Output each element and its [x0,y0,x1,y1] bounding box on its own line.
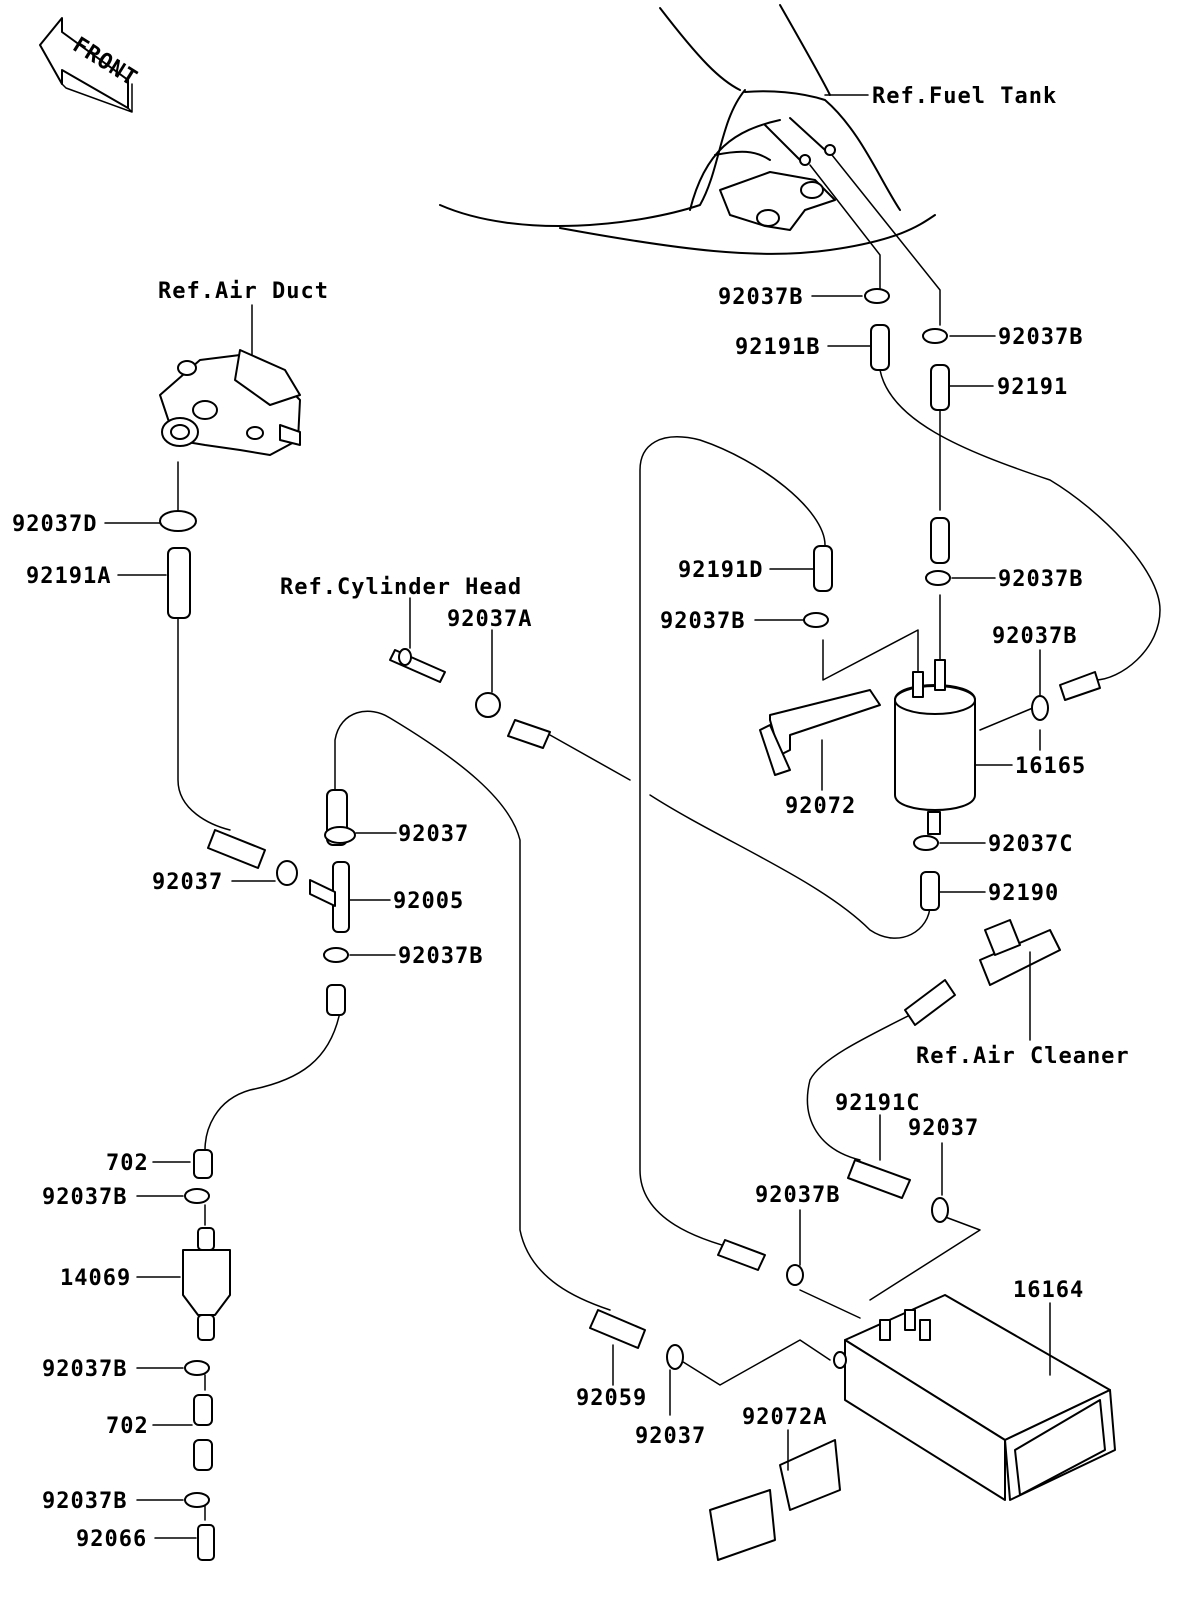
part-label-92037B: 92037B [42,1357,127,1382]
clamp-92037A [475,692,501,718]
bracket-92072A [709,1439,841,1561]
t-joint-92005 [309,861,350,933]
part-label-92037A: 92037A [447,607,532,632]
plug-92066 [197,1524,215,1561]
part-label-92191B: 92191B [735,335,820,360]
hose-92190 [920,871,940,911]
hose-pieces [167,324,1101,1471]
cylinder-head-fitting [389,648,446,683]
part-label-92037B: 92037B [42,1185,127,1210]
part-label-92037: 92037 [152,870,223,895]
front-arrow-badge: FRONT [39,17,142,113]
hose-92191A [167,547,191,619]
part-label-92191A: 92191A [26,564,111,589]
part-label-92037B: 92037B [718,285,803,310]
part-label-702: 702 [106,1414,149,1439]
fuel-tank-outline [439,4,936,255]
part-label-92037B: 92037B [755,1183,840,1208]
part-label-92037B: 92037B [42,1489,127,1514]
hose-92191D [813,545,833,592]
hose-92191B [870,324,890,371]
part-label-92191D: 92191D [678,558,763,583]
hose-92059 [589,1309,646,1349]
bracket-92072 [759,689,881,776]
labels: Ref.Fuel Tank Ref.Air Duct Ref.Cylinder … [12,84,1130,1552]
part-label-92037B: 92037B [998,567,1083,592]
part-label-16165: 16165 [1015,754,1086,779]
part-label-92037: 92037 [398,822,469,847]
clamp-92037D [159,510,197,532]
part-label-92072A: 92072A [742,1405,827,1430]
part-label-92059: 92059 [576,1386,647,1411]
hose-92191 [930,364,950,411]
hose-702a [193,1149,213,1179]
part-label-92037C: 92037C [988,832,1073,857]
part-label-92191: 92191 [997,375,1068,400]
front-badge-text: FRONT [68,33,142,92]
part-label-92037: 92037 [635,1424,706,1449]
filter-14069 [182,1227,231,1341]
ref-air-cleaner-label: Ref.Air Cleaner [916,1044,1130,1069]
part-label-92190: 92190 [988,881,1059,906]
part-label-92037D: 92037D [12,512,97,537]
part-label-92191C: 92191C [835,1091,920,1116]
part-label-92037B: 92037B [660,609,745,634]
part-label-14069: 14069 [60,1266,131,1291]
ref-air-duct-label: Ref.Air Duct [158,279,329,304]
hose-92191C [847,1159,911,1199]
canister-16164 [833,1294,1116,1501]
part-label-92037B: 92037B [398,944,483,969]
part-label-16164: 16164 [1013,1278,1084,1303]
hose-702b [193,1394,213,1426]
part-label-92066: 92066 [76,1527,147,1552]
ref-fuel-tank-label: Ref.Fuel Tank [872,84,1057,109]
hose-left-mid [207,829,266,869]
part-label-92037B: 92037B [998,325,1083,350]
part-label-92072: 92072 [785,794,856,819]
leader-lines [104,94,1051,1539]
part-label-702: 702 [106,1151,149,1176]
part-label-92005: 92005 [393,889,464,914]
canister-16165 [894,659,976,835]
part-label-92037B: 92037B [992,624,1077,649]
air-duct-assembly [159,349,301,456]
part-label-92037: 92037 [908,1116,979,1141]
ref-cylinder-head-label: Ref.Cylinder Head [280,575,522,600]
hose-lines [177,154,1161,1521]
